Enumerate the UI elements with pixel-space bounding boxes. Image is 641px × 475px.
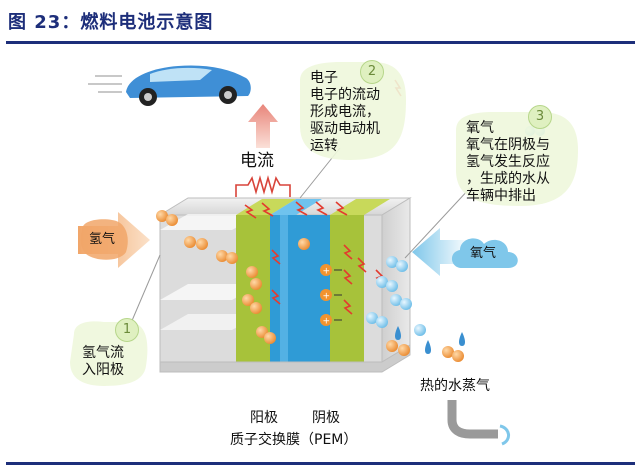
car-icon (88, 65, 251, 106)
step-3-line-1: 氧气 (466, 120, 494, 136)
step-3-line-5: 车辆中排出 (466, 188, 536, 204)
step-3-line-4: ，生成的水从 (466, 171, 550, 187)
cathode-label: 阴极 (312, 410, 340, 426)
oxygen-inlet-label: 氧气 (470, 246, 497, 261)
footer-rule (6, 462, 635, 465)
droplet-icon (395, 326, 465, 354)
exhaust-pipe (447, 400, 510, 446)
step-1-number: 1 (115, 318, 139, 342)
svg-text:+: + (323, 292, 331, 302)
step-2-line-5: 运转 (310, 138, 338, 154)
step-1-text: 氢气流 入阳极 (82, 345, 124, 379)
pem-label: 质子交换膜（PEM） (230, 432, 358, 448)
step-3-bubble (456, 112, 578, 206)
hot-vapor-label: 热的水蒸气 (420, 378, 490, 394)
step-3-line-3: 氢气发生反应 (466, 154, 550, 170)
step-2-bubble (300, 62, 406, 160)
step-2-line-2: 电子的流动 (310, 87, 380, 103)
cloud-icon (451, 238, 518, 268)
step-2-line-4: 驱动电动机 (310, 121, 380, 137)
proton-ions: + + + (320, 264, 342, 327)
current-label: 电流 (240, 151, 274, 171)
svg-text:+: + (323, 317, 331, 327)
step-2-text: 电子 电子的流动 形成电流， 驱动电动机 运转 (310, 70, 380, 155)
figure-title: 图 23：燃料电池示意图 (8, 12, 214, 33)
resistor-icon (235, 175, 291, 197)
fuel-cell-stack (158, 197, 412, 373)
step-2-line-3: 形成电流， (310, 104, 380, 120)
title-rule (6, 41, 635, 44)
step-3-line-2: 氧气在阴极与 (466, 137, 550, 153)
step-2-number: 2 (360, 60, 384, 84)
step-1-line-1: 氢气流 (82, 345, 124, 361)
proton-exchange-membrane (270, 215, 330, 362)
cathode-electrode (330, 215, 364, 362)
step-3-text: 氧气 氧气在阴极与 氢气发生反应 ，生成的水从 车辆中排出 (466, 120, 550, 205)
hydrogen-inlet-label: 氢气 (89, 232, 116, 247)
hydrogen-molecules (156, 210, 464, 362)
current-up-arrow (248, 104, 278, 148)
step-3-number: 3 (528, 105, 552, 129)
anode-label: 阳极 (250, 410, 278, 426)
hydrogen-label-bubble (80, 219, 128, 260)
svg-text:+: + (323, 267, 331, 277)
step-1-line-2: 入阳极 (82, 362, 124, 378)
step-2-line-1: 电子 (310, 70, 338, 86)
